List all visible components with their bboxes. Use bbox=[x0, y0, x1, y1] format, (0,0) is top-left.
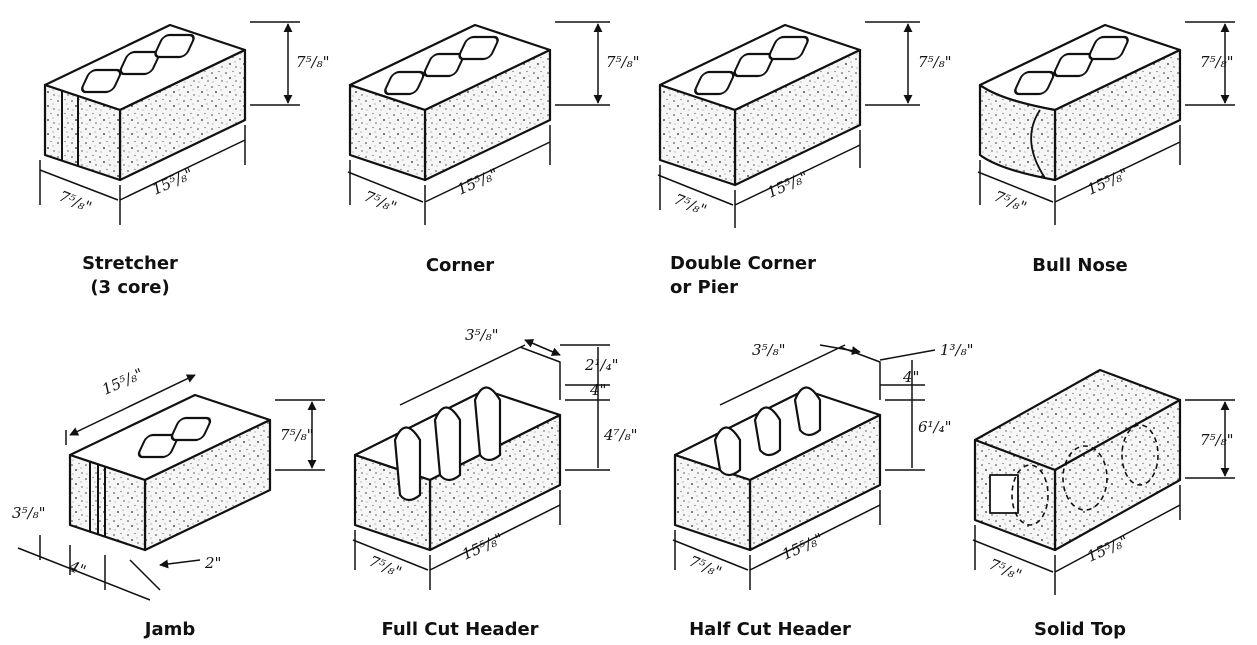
jamb-caption: Jamb bbox=[144, 619, 196, 640]
full-cut-4-78-label: 4⁷/₈" bbox=[603, 426, 638, 444]
solid-top-block bbox=[972, 368, 1235, 595]
half-cut-4in-label: 4" bbox=[902, 368, 919, 386]
solid-top-length-label: 15⁵/₈" bbox=[1084, 532, 1131, 566]
corner-width-label: 7⁵/₈" bbox=[362, 187, 400, 216]
corner-length-label: 15⁵/₈" bbox=[454, 165, 501, 199]
bull-nose-caption: Bull Nose bbox=[1032, 255, 1128, 276]
bull-nose-width-label: 7⁵/₈" bbox=[992, 187, 1030, 216]
double-corner-height-label: 7⁵/₈" bbox=[918, 53, 952, 71]
full-cut-header-caption: Full Cut Header bbox=[381, 619, 539, 640]
stretcher-block bbox=[39, 21, 300, 225]
half-cut-length-label: 15⁵/₈" bbox=[779, 530, 826, 564]
double-corner-caption: Double Corner or Pier bbox=[670, 253, 817, 298]
half-cut-header-caption: Half Cut Header bbox=[689, 619, 851, 640]
corner-caption: Corner bbox=[425, 255, 495, 276]
jamb-4in-label: 4" bbox=[66, 557, 89, 580]
half-cut-header-block bbox=[672, 344, 936, 590]
bull-nose-block bbox=[977, 21, 1235, 225]
half-cut-1-38-label: 1³/₈" bbox=[940, 341, 974, 359]
half-cut-3-58-label: 3⁵/₈" bbox=[752, 341, 786, 359]
stretcher-length-label: 15⁵/₈" bbox=[149, 165, 196, 199]
jamb-block bbox=[17, 374, 325, 601]
full-cut-width-label: 7⁵/₈" bbox=[367, 552, 405, 581]
solid-top-height-label: 7⁵/₈" bbox=[1200, 431, 1234, 449]
half-cut-6-14-label: 6¹/₄" bbox=[918, 418, 952, 436]
solid-top-width-label: 7⁵/₈" bbox=[987, 555, 1025, 584]
full-cut-3-58-label: 3⁵/₈" bbox=[465, 326, 499, 344]
half-cut-width-label: 7⁵/₈" bbox=[687, 552, 725, 581]
double-corner-block bbox=[657, 21, 920, 228]
double-corner-width-label: 7⁵/₈" bbox=[672, 190, 710, 219]
solid-top-caption: Solid Top bbox=[1034, 619, 1126, 640]
jamb-2in-label: 2" bbox=[204, 554, 221, 572]
full-cut-header-block bbox=[352, 339, 610, 590]
jamb-height-label: 7⁵/₈" bbox=[280, 426, 314, 444]
bull-nose-length-label: 15⁵/₈" bbox=[1084, 165, 1131, 199]
double-corner-length-label: 15⁵/₈" bbox=[764, 168, 811, 202]
full-cut-4in-label: 4" bbox=[589, 381, 606, 399]
stretcher-height-label: 7⁵/₈" bbox=[296, 53, 330, 71]
full-cut-2-14-label: 2¹/₄" bbox=[584, 356, 619, 374]
jamb-length-label: 15⁵/₈" bbox=[99, 365, 146, 399]
corner-height-label: 7⁵/₈" bbox=[606, 53, 640, 71]
jamb-groove-height-label: 3⁵/₈" bbox=[12, 504, 46, 522]
bull-nose-height-label: 7⁵/₈" bbox=[1200, 53, 1234, 71]
corner-block bbox=[347, 21, 610, 225]
full-cut-length-label: 15⁵/₈" bbox=[459, 530, 506, 564]
stretcher-width-label: 7⁵/₈" bbox=[57, 187, 95, 216]
stretcher-caption: Stretcher (3 core) bbox=[82, 253, 178, 298]
